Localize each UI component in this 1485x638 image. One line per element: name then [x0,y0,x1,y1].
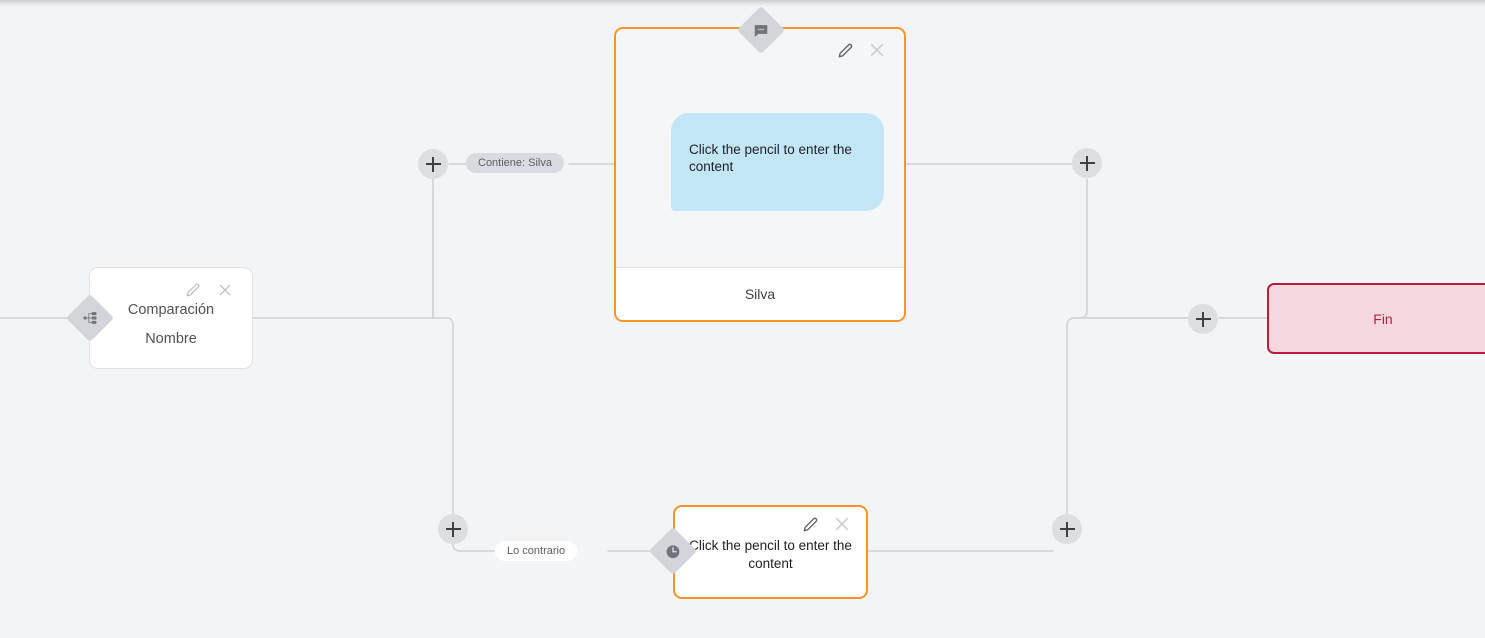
pencil-icon[interactable] [836,41,854,59]
add-node-top-left[interactable] [418,149,448,179]
edge-bottomright-up [1066,317,1189,515]
message-bubble-icon [754,23,769,38]
pencil-icon[interactable] [184,281,202,299]
wait-node-actions [801,515,851,533]
message-node-actions [836,41,886,59]
wait-node[interactable]: Click the pencil to enter the content [673,505,868,599]
close-icon[interactable] [833,515,851,533]
edge-label-contiene[interactable]: Contiene: Silva [466,153,564,173]
comparison-node-actions [184,281,234,299]
add-node-bottom-right[interactable] [1052,514,1082,544]
edge-split-down [446,317,454,515]
wait-node-text: Click the pencil to enter the content [689,538,852,571]
close-icon[interactable] [216,281,234,299]
hierarchy-icon [83,311,97,325]
add-node-top-right[interactable] [1072,148,1102,178]
add-node-end[interactable] [1188,304,1218,334]
message-node-footer: Silva [616,267,904,320]
add-node-bottom-left[interactable] [438,514,468,544]
message-node-bubble[interactable]: Click the pencil to enter the content [671,113,884,211]
comparison-node[interactable]: Comparación Nombre [89,267,253,369]
comparison-node-subtitle: Nombre [145,331,197,347]
message-node[interactable]: Click the pencil to enter the content Si… [614,27,906,322]
message-node-badge[interactable] [736,5,786,55]
end-node[interactable]: Fin [1267,283,1485,354]
comparison-node-title: Comparación [127,302,215,318]
pencil-icon[interactable] [801,515,819,533]
edge-label-lo-contrario[interactable]: Lo contrario [495,541,578,561]
clock-icon [665,543,682,560]
edge-plus-to-label2 [452,543,496,552]
close-icon[interactable] [868,41,886,59]
message-node-body: Click the pencil to enter the content [616,29,904,267]
edge-topright-down [1071,178,1088,319]
comparison-node-badge[interactable] [65,293,115,343]
wait-node-badge[interactable] [648,526,698,576]
